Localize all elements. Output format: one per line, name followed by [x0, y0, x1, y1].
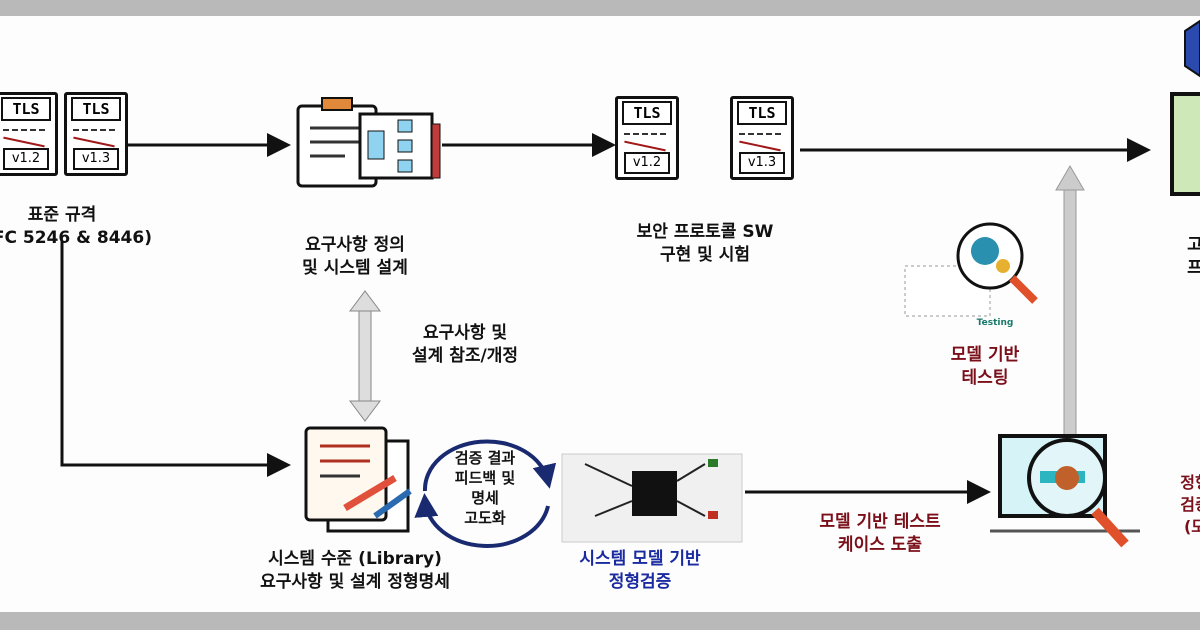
standard-label: 표준 규격(RFC 5246 & 8446)	[0, 205, 152, 248]
double-arrow-reference	[349, 290, 381, 422]
version-label: v1.2	[3, 148, 49, 170]
tls-v1-2-impl-icon: TLS v1.2	[615, 96, 679, 180]
spec-label: 시스템 수준 (Library)요구사항 및 설계 정형명세	[260, 549, 450, 592]
feedback-cycle-icon	[414, 439, 557, 548]
spec-document-icon	[304, 426, 412, 533]
right-bottom-label: 정형검증(모	[1180, 473, 1200, 536]
tls-v1-2-doc-icon: TLS v1.2	[0, 92, 58, 176]
diagram-canvas: TLS v1.2 TLS v1.3 TLS v1.2 TLS v1.3 표준 규격(RF…	[0, 16, 1200, 612]
tls-label: TLS	[622, 101, 672, 125]
testing-caption: Testing	[976, 318, 1014, 328]
tls-v1-3-impl-icon: TLS v1.3	[730, 96, 794, 180]
gray-arrow-up	[1055, 165, 1085, 437]
tls-v1-3-doc-icon: TLS v1.3	[64, 92, 128, 176]
version-label: v1.2	[624, 152, 670, 174]
model-testing-magnifier-icon	[990, 434, 1140, 548]
tls-label: TLS	[1, 97, 51, 121]
tls-label: TLS	[71, 97, 121, 121]
testing-gear-icon	[904, 222, 1038, 317]
right-protocol-icon	[1170, 19, 1200, 196]
tls-label: TLS	[737, 101, 787, 125]
version-label: v1.3	[739, 152, 785, 174]
version-label: v1.3	[73, 148, 119, 170]
system-model-icon	[561, 453, 743, 543]
connectors	[60, 19, 1200, 548]
arrow-standard-to-spec	[60, 241, 291, 477]
clipboard-diagram-icon	[296, 97, 441, 188]
